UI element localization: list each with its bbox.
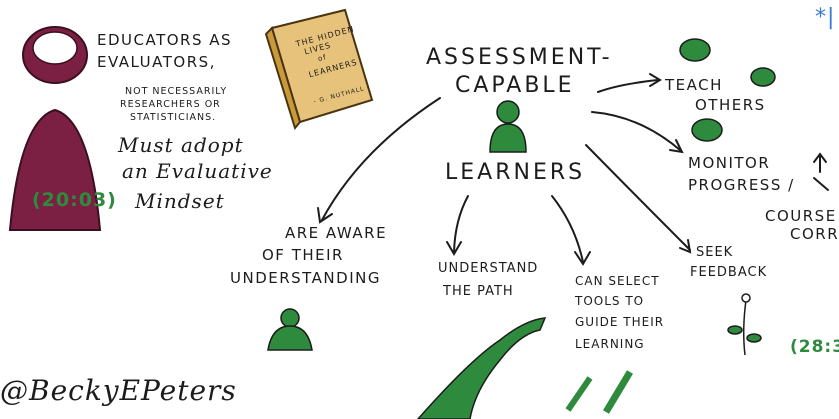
teach-line-2: OTHERS (695, 96, 766, 114)
evaluators-line-1: EDUCATORS AS (97, 31, 233, 49)
aware-line-1: ARE AWARE (285, 224, 388, 242)
aware-line-2: OF THEIR (262, 246, 344, 264)
evaluators-script-3: Mindset (135, 189, 225, 213)
arrows (317, 73, 829, 266)
tools-line-3: GUIDE THEIR (575, 315, 665, 329)
course-line-1: COURSE (765, 207, 837, 225)
meditating-figure-icon (267, 308, 313, 351)
seek-line-1: SEEK (696, 245, 734, 260)
course-line-2: CORR (790, 225, 839, 243)
timestamp-right: (28:3 (790, 337, 839, 357)
tools-line-1: CAN SELECT (575, 274, 660, 288)
evaluators-script-1: Must adopt (118, 133, 244, 157)
tools-line-2: TOOLS TO (575, 294, 645, 308)
plant-icon (727, 293, 762, 356)
book-icon (264, 8, 374, 131)
center-title-2: CAPABLE (455, 73, 575, 98)
speech-bubble-icon (679, 38, 776, 142)
path-line-1: UNDERSTAND (438, 261, 539, 276)
aware-line-3: UNDERSTANDING (230, 269, 381, 287)
teach-line-1: TEACH (665, 76, 723, 94)
learner-figure-icon (489, 100, 527, 153)
corner-mark: *| (815, 5, 836, 30)
road-icon (417, 317, 547, 419)
monitor-line-1: MONITOR (688, 154, 771, 172)
evaluators-note-1: NOT NECESSARILY (125, 86, 228, 97)
timestamp-left: (20:03) (32, 189, 117, 211)
educator-figure-icon (8, 26, 102, 231)
evaluators-note-2: RESEARCHERS OR (120, 99, 221, 110)
tools-icon (565, 370, 634, 414)
monitor-line-2: PROGRESS / (688, 176, 795, 194)
evaluators-note-3: STATISTICIANS. (130, 112, 217, 123)
tools-line-4: LEARNING (575, 337, 645, 351)
author-handle: @BeckyEPeters (0, 374, 237, 407)
path-line-2: THE PATH (443, 284, 514, 299)
seek-line-2: FEEDBACK (690, 265, 768, 280)
evaluators-line-2: EVALUATORS, (97, 53, 216, 71)
evaluators-script-2: an Evaluative (122, 159, 273, 183)
center-title-3: LEARNERS (445, 160, 586, 185)
center-title-1: ASSESSMENT- (426, 45, 613, 70)
